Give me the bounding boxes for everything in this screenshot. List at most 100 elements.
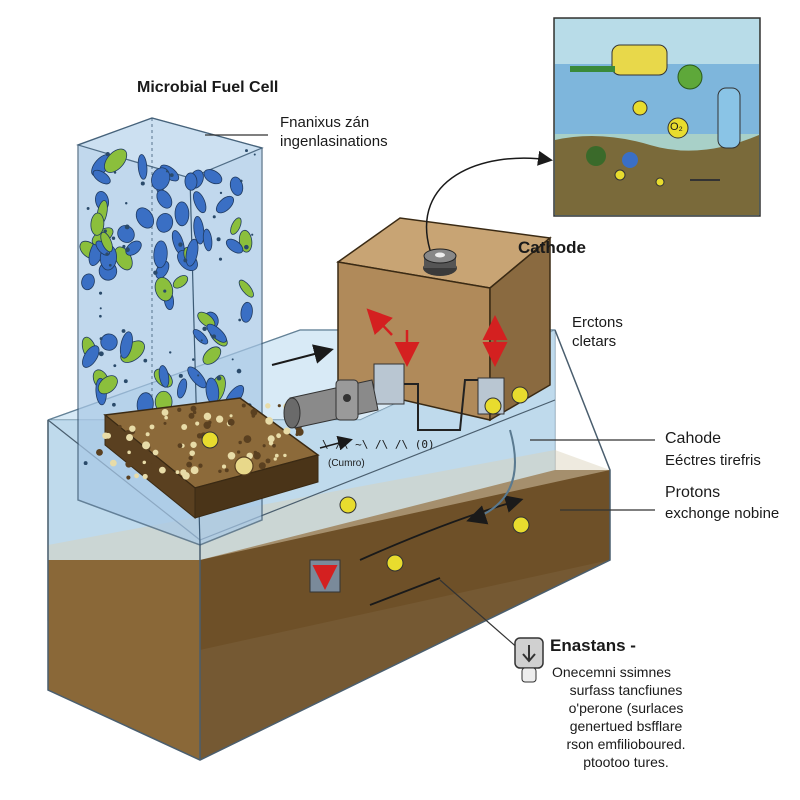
- particle-dot: [125, 247, 130, 253]
- particle-dot: [111, 236, 116, 240]
- particle-dot: [143, 358, 148, 363]
- particle-dot: [163, 289, 167, 293]
- particle-dot: [108, 263, 112, 267]
- particle-dot: [125, 201, 128, 205]
- granule: [241, 403, 246, 408]
- bacterium: [90, 212, 105, 236]
- particle-dot: [211, 334, 217, 339]
- bacterium: [184, 172, 198, 191]
- particle-dot: [105, 252, 109, 256]
- granule: [109, 459, 117, 467]
- particle-dot: [123, 379, 128, 384]
- granule: [221, 464, 227, 469]
- bacterium: [238, 229, 253, 253]
- granule: [216, 415, 224, 423]
- granule: [265, 458, 271, 464]
- bacterium: [137, 154, 148, 180]
- inset-panel: [553, 17, 761, 217]
- electrode-clip: [373, 363, 405, 405]
- granule: [142, 441, 151, 450]
- bacterium: [154, 276, 174, 302]
- bacterium: [238, 279, 254, 298]
- granule: [277, 404, 281, 408]
- granule: [274, 453, 279, 458]
- granule: [196, 433, 203, 439]
- particle-dot: [98, 291, 103, 295]
- enastans-description: Onecemni ssimnes surfass tancfiunes o'pe…: [552, 663, 700, 771]
- granule: [96, 448, 103, 456]
- particle-dot: [253, 153, 256, 156]
- particle-dot: [122, 244, 126, 249]
- granule: [283, 427, 291, 435]
- erctons-sub: cletars: [572, 333, 617, 350]
- granule: [149, 424, 155, 430]
- particle-dot: [86, 207, 90, 210]
- granule: [227, 418, 235, 426]
- cahode-label: Cahode: [665, 430, 722, 447]
- granule: [180, 469, 187, 476]
- bacterium: [158, 365, 170, 388]
- granule: [295, 432, 299, 437]
- bacterium: [230, 217, 242, 235]
- granule: [258, 462, 266, 470]
- granule: [126, 433, 134, 441]
- protons-label: Protons: [665, 484, 721, 501]
- particle-dot: [239, 179, 243, 183]
- anode-particle: [234, 456, 254, 476]
- flow-arrows: [271, 344, 524, 606]
- diagram-title: Microbial Fuel Cell: [137, 79, 279, 96]
- bacterium: [156, 189, 173, 209]
- bacterium: [203, 169, 223, 185]
- bacterium: [202, 346, 222, 365]
- particle-dot: [124, 224, 130, 230]
- particle-dot: [153, 270, 158, 275]
- granule: [177, 407, 182, 412]
- enastans-label: Enastans -: [550, 636, 636, 655]
- enastans-line: ptootoo tures.: [583, 754, 669, 770]
- granule: [189, 450, 196, 456]
- particle-dot: [83, 461, 88, 466]
- granule: [152, 449, 159, 456]
- erctons-label: Erctons: [572, 314, 623, 331]
- granule: [273, 457, 277, 461]
- proton-markers: [201, 386, 530, 572]
- enastans-line: genertued bsfflare: [569, 718, 683, 734]
- bacterium: [215, 195, 235, 214]
- bacterium: [119, 331, 133, 359]
- granule: [224, 468, 229, 473]
- particle-dot: [99, 337, 103, 341]
- bacterium: [225, 238, 244, 254]
- particle-dot: [178, 242, 183, 247]
- bacterium: [192, 329, 209, 345]
- particle-dot: [197, 374, 200, 377]
- enastans-line: rson emfilioboured.: [566, 736, 686, 752]
- enastans-icon: [514, 637, 544, 683]
- granule: [227, 451, 236, 460]
- red-arrow-icon: [366, 308, 393, 336]
- protons-sub: exchonge nobine: [665, 505, 780, 522]
- granule: [142, 473, 148, 480]
- granule: [188, 412, 195, 419]
- particle-dot: [168, 351, 172, 354]
- proton-marker: [201, 431, 219, 449]
- proton-marker: [339, 496, 357, 514]
- bacterium: [187, 366, 207, 389]
- particle-dot: [169, 173, 174, 177]
- granule: [163, 421, 167, 425]
- particle-dot: [216, 237, 221, 242]
- granule: [129, 425, 136, 432]
- proton-marker: [386, 554, 404, 572]
- granule: [229, 414, 233, 418]
- particle-dot: [212, 215, 216, 219]
- granule: [267, 435, 275, 443]
- granule: [265, 416, 274, 425]
- leader-lines: [205, 134, 655, 651]
- granule: [127, 450, 131, 455]
- granule: [203, 421, 211, 429]
- granule: [186, 461, 193, 468]
- granule: [250, 408, 258, 416]
- granule: [190, 405, 197, 412]
- particle-dot: [244, 244, 249, 250]
- bacterium: [117, 225, 135, 243]
- top-note-line2: ingenlasinations: [280, 133, 388, 150]
